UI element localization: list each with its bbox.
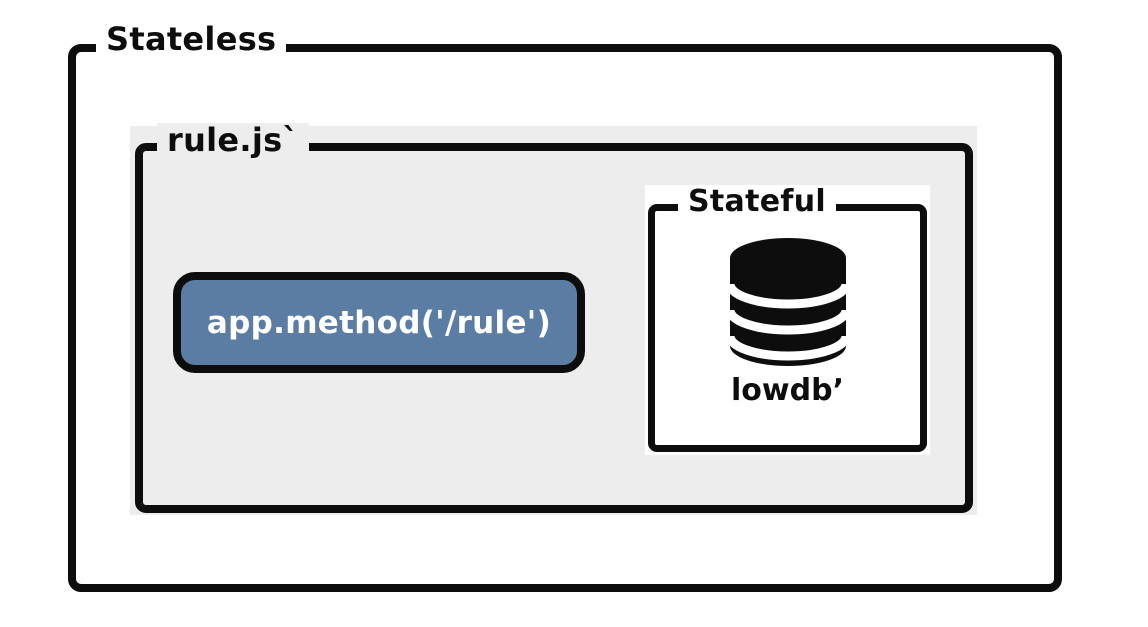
stateful-frame-label: Stateful — [678, 185, 836, 219]
stateless-frame-label: Stateless — [96, 22, 287, 56]
lowdb-label: lowdb’ — [731, 373, 844, 408]
rulejs-frame: rule.js` — [135, 123, 973, 513]
stateless-frame: Stateless — [68, 22, 1062, 592]
app-method-route-button[interactable]: app.method('/rule') — [173, 272, 585, 373]
rulejs-frame-label: rule.js` — [157, 123, 309, 157]
app-method-route-label: app.method('/rule') — [206, 304, 552, 341]
database-icon — [728, 236, 848, 368]
stateful-frame: Stateful lowdb’ — [648, 185, 927, 452]
